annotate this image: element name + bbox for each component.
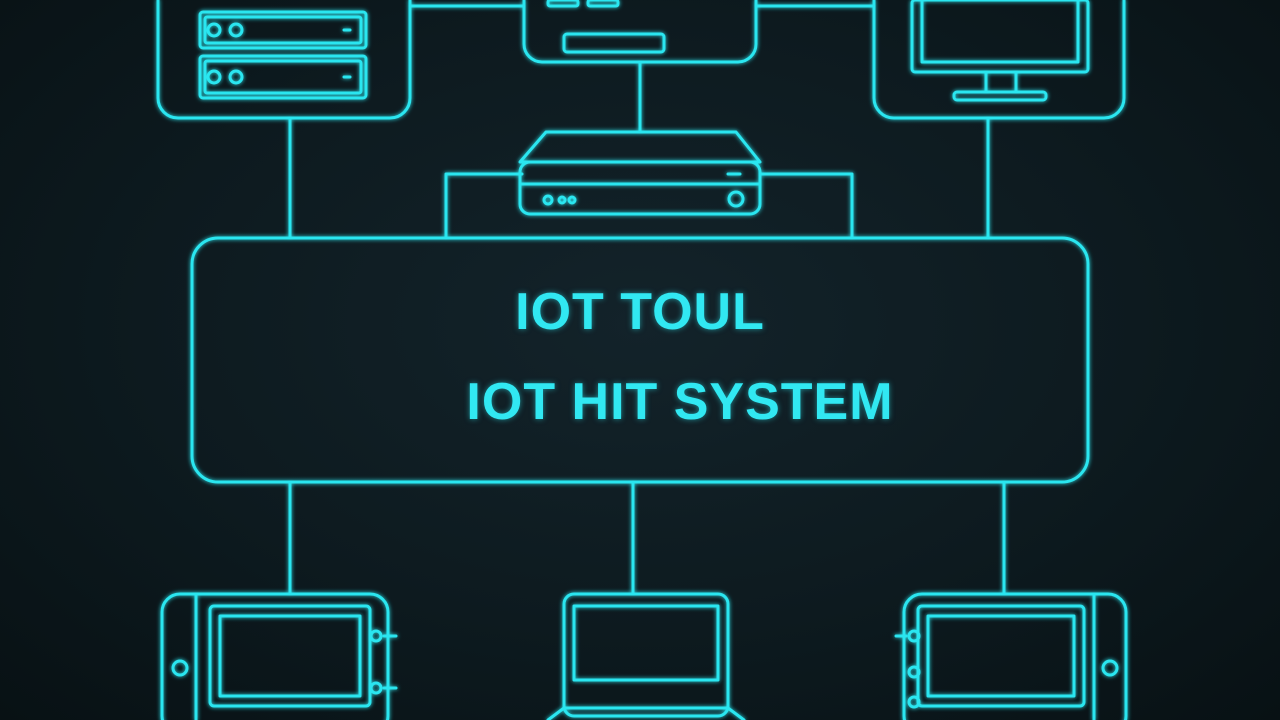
hub-subtitle: IOT HIT SYSTEM bbox=[466, 373, 894, 431]
network-switch-icon bbox=[518, 130, 762, 216]
router-icon bbox=[522, 0, 758, 64]
link-switch-to-hub-right bbox=[758, 172, 854, 240]
desktop-monitor-icon bbox=[872, 0, 1126, 120]
laptop-icon bbox=[546, 592, 746, 720]
hub-box bbox=[190, 236, 1090, 484]
server-rack-icon bbox=[156, 0, 412, 120]
tablet-icon bbox=[894, 592, 1128, 720]
hub-title: IOT TOUL bbox=[515, 283, 765, 341]
connection-lines bbox=[288, 4, 1006, 596]
link-switch-to-hub-left bbox=[444, 172, 524, 240]
tablet-icon bbox=[160, 592, 398, 720]
